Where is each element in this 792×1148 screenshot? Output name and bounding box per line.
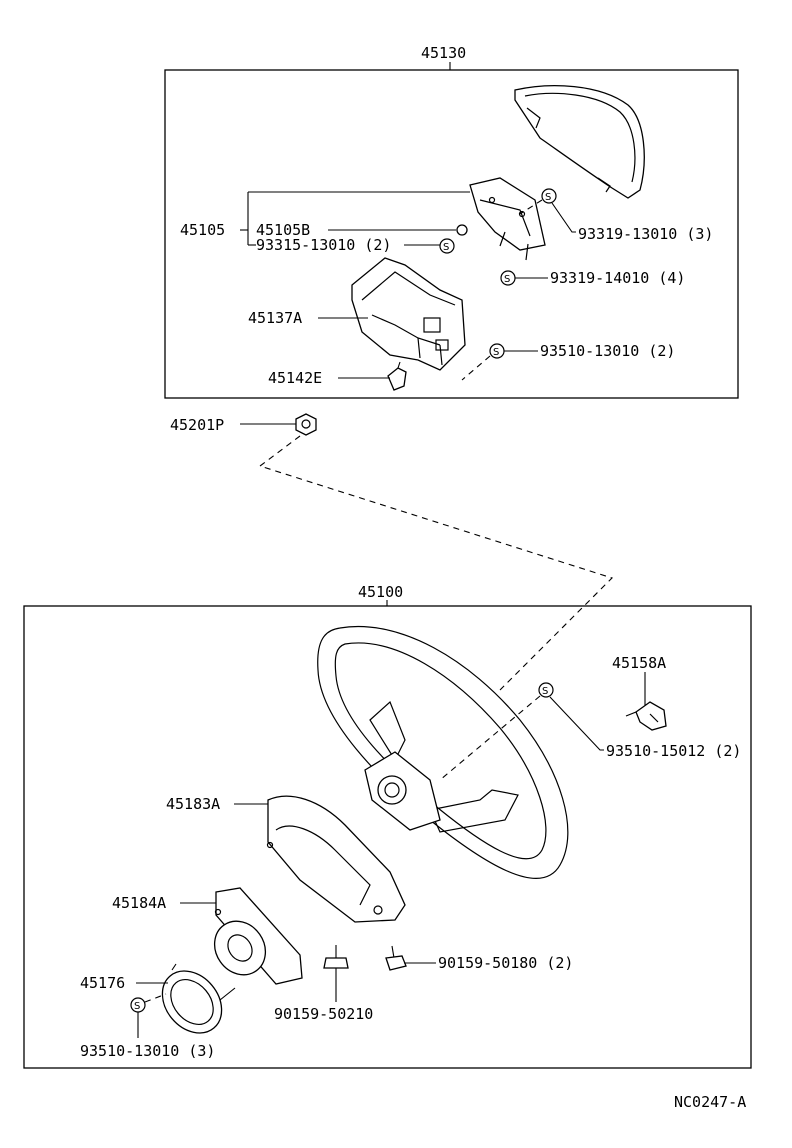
clip-45158a-part bbox=[625, 701, 667, 731]
clip-45142e-part bbox=[387, 361, 407, 391]
label-45105b: 45105B bbox=[256, 221, 310, 239]
label-45142e: 45142E bbox=[268, 369, 322, 387]
label-45183a: 45183A bbox=[166, 795, 220, 813]
upper-assembly-frame bbox=[164, 69, 739, 399]
svg-text:S: S bbox=[542, 686, 548, 697]
svg-text:S: S bbox=[134, 1001, 140, 1012]
fastener-symbol-icon: S bbox=[500, 270, 516, 286]
label-93319-14010: 93319-14010 (4) bbox=[550, 269, 685, 287]
label-93315-13010: 93315-13010 (2) bbox=[256, 236, 391, 254]
svg-text:S: S bbox=[545, 192, 551, 203]
svg-text:S: S bbox=[504, 274, 510, 285]
fastener-symbol-icon: S bbox=[541, 188, 557, 204]
fastener-symbol-icon: S bbox=[538, 682, 554, 698]
diagram-code: NC0247-A bbox=[674, 1093, 746, 1111]
svg-text:S: S bbox=[493, 347, 499, 358]
lower-assembly-frame bbox=[23, 605, 752, 1069]
fastener-symbol-icon: S bbox=[489, 343, 505, 359]
label-45201p: 45201P bbox=[170, 416, 224, 434]
label-93319-13010: 93319-13010 (3) bbox=[578, 225, 713, 243]
label-93510-13010-lower: 93510-13010 (3) bbox=[80, 1042, 215, 1060]
label-93510-13010-upper: 93510-13010 (2) bbox=[540, 342, 675, 360]
label-93510-15012: 93510-15012 (2) bbox=[606, 742, 741, 760]
label-90159-50210: 90159-50210 bbox=[274, 1005, 373, 1023]
bolt-90159-50210-part bbox=[323, 945, 349, 969]
label-45184a: 45184A bbox=[112, 894, 166, 912]
label-45137a: 45137A bbox=[248, 309, 302, 327]
horn-pad-45183a-part bbox=[266, 795, 406, 923]
fastener-symbol-icon: S bbox=[130, 997, 146, 1013]
nut-to-wheel-connector bbox=[258, 435, 614, 691]
label-90159-50180: 90159-50180 (2) bbox=[438, 954, 573, 972]
fastener-symbol-icon: S bbox=[439, 238, 455, 254]
bolt-90159-50180-part bbox=[385, 945, 407, 971]
nut-45201p-part bbox=[295, 413, 317, 436]
steering-wheel-part bbox=[317, 626, 569, 879]
upper-assembly-label: 45130 bbox=[421, 44, 466, 62]
spoke-cover-45137a-part bbox=[351, 257, 466, 371]
label-45176: 45176 bbox=[80, 974, 125, 992]
label-45105: 45105 bbox=[180, 221, 225, 239]
lower-assembly-label: 45100 bbox=[358, 583, 403, 601]
label-45158a: 45158A bbox=[612, 654, 666, 672]
pad-cover-part bbox=[514, 85, 645, 199]
bracket-45105b-part bbox=[469, 177, 546, 261]
plate-45184a-part bbox=[213, 887, 303, 985]
svg-text:S: S bbox=[443, 242, 449, 253]
ring-45176-part bbox=[161, 963, 236, 1034]
